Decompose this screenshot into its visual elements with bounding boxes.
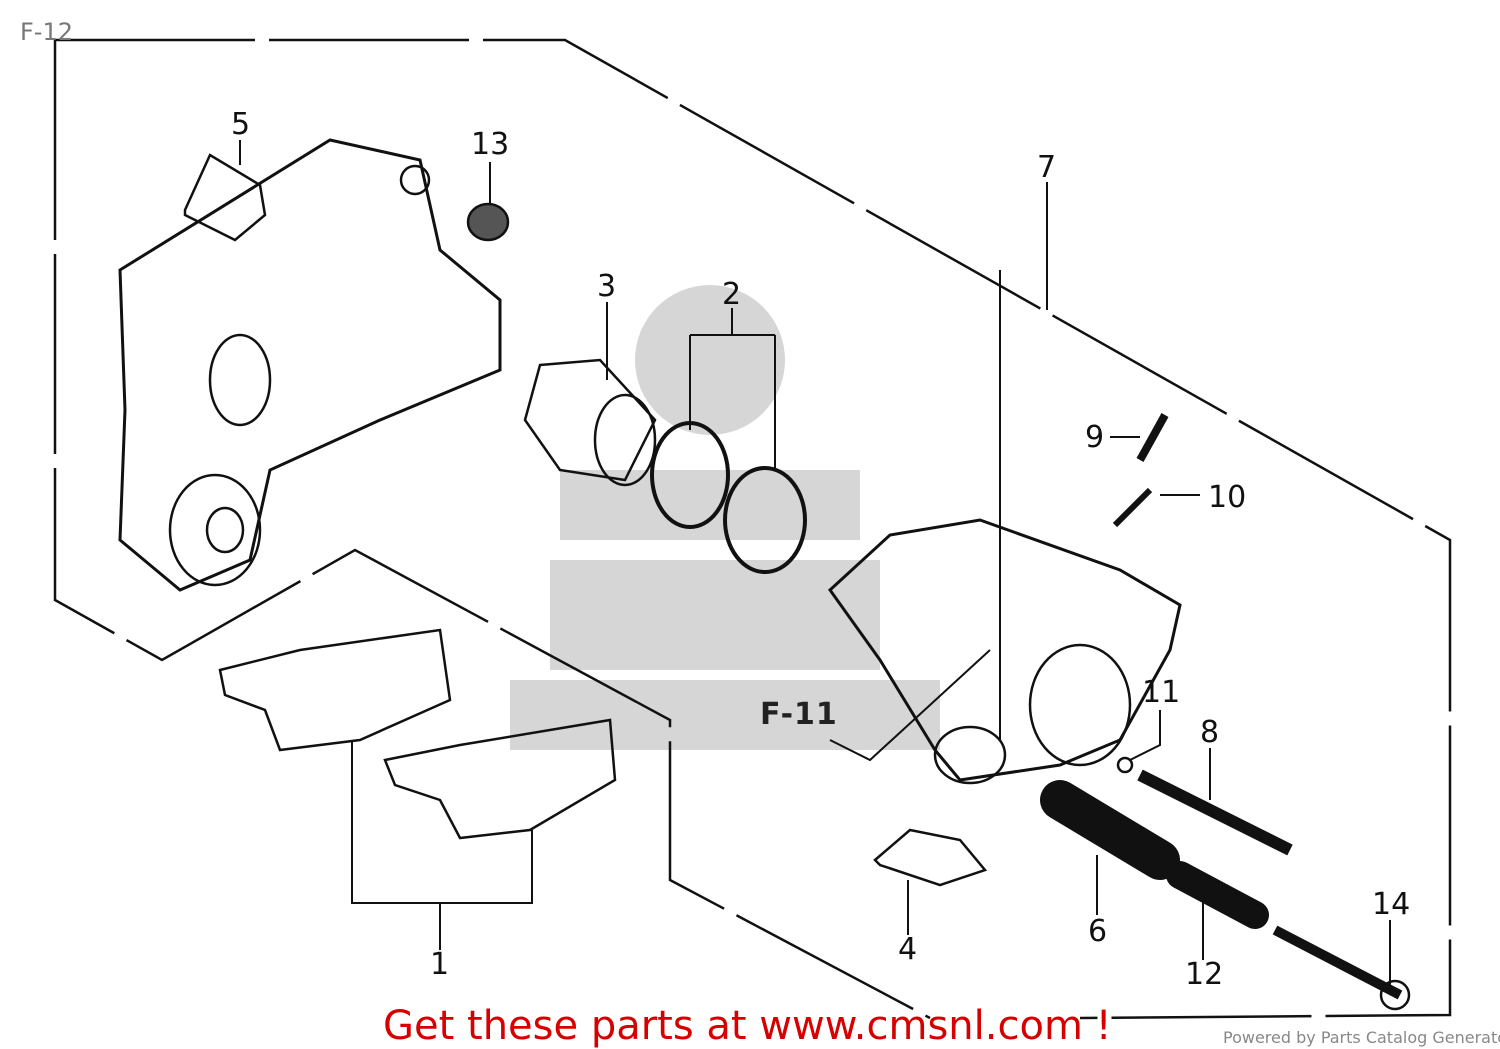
dust-seal (723, 466, 807, 574)
o-ring (1116, 756, 1134, 774)
bleed-screw (1136, 413, 1169, 462)
part-number-13[interactable]: 13 (471, 127, 510, 162)
part-number-5[interactable]: 5 (231, 107, 251, 142)
pad-spring (873, 828, 988, 887)
caliper-bracket (118, 138, 502, 592)
part-number-8[interactable]: 8 (1200, 715, 1220, 750)
reference-label[interactable]: F-11 (760, 697, 838, 732)
figure-label: F-12 (20, 18, 74, 46)
part-number-1[interactable]: 1 (430, 947, 450, 982)
pin-bolt (1137, 769, 1293, 856)
part-number-14[interactable]: 14 (1372, 887, 1411, 922)
boot (466, 202, 510, 242)
part-number-6[interactable]: 6 (1088, 914, 1108, 949)
brake-pad-a (218, 628, 452, 752)
part-number-10[interactable]: 10 (1208, 480, 1247, 515)
bleed-cap (1112, 487, 1153, 528)
part-number-4[interactable]: 4 (898, 932, 918, 967)
part-number-9[interactable]: 9 (1085, 420, 1105, 455)
part-number-12[interactable]: 12 (1185, 957, 1224, 992)
piston (523, 358, 657, 482)
assembly-frame (53, 38, 1452, 1020)
powered-by-text: Powered by Parts Catalog Generator (1223, 1028, 1500, 1047)
sleeve (1040, 780, 1180, 880)
caliper-body (828, 518, 1182, 782)
pad-spring-clip (183, 153, 267, 242)
part-number-2[interactable]: 2 (722, 277, 742, 312)
brake-pad-b (383, 718, 617, 840)
leader-lines (239, 140, 1391, 985)
part-number-3[interactable]: 3 (597, 269, 617, 304)
sleeve-small (1166, 861, 1269, 929)
flange-bolt (1272, 925, 1403, 1000)
call-to-action-link[interactable]: Get these parts at www.cmsnl.com ! (383, 1003, 1112, 1049)
watermark-logo (510, 285, 940, 750)
part-number-11[interactable]: 11 (1142, 675, 1181, 710)
part-number-7[interactable]: 7 (1037, 150, 1057, 185)
